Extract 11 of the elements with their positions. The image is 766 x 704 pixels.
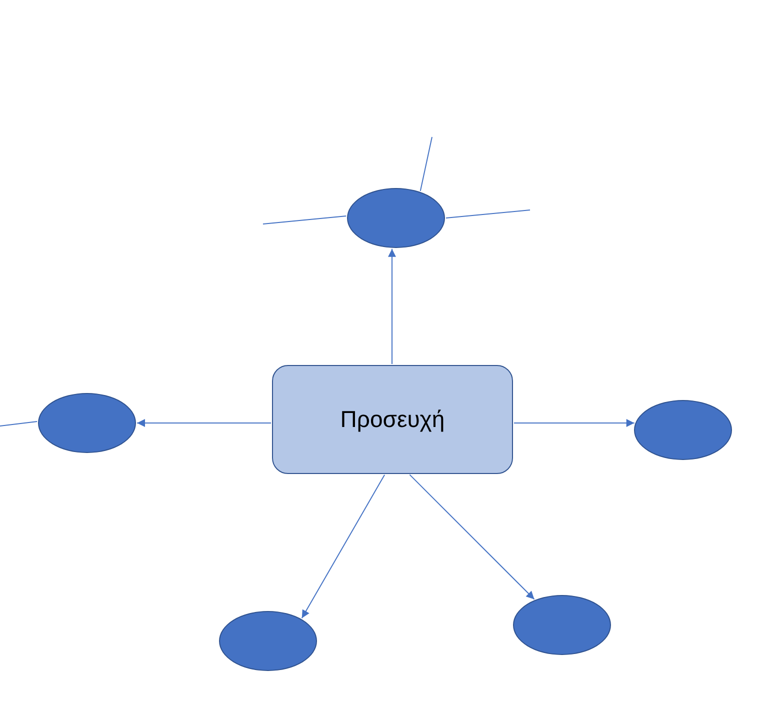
connector-line xyxy=(262,216,347,224)
arrow xyxy=(514,419,635,427)
connector-line xyxy=(420,136,432,192)
connector-line xyxy=(0,421,38,426)
connector-line xyxy=(446,210,530,219)
arrow xyxy=(388,248,396,364)
arrow xyxy=(301,474,386,619)
process-box xyxy=(272,365,513,474)
arrow xyxy=(409,474,535,600)
node-label: Προσευχή xyxy=(340,406,445,433)
arrow xyxy=(136,419,272,427)
